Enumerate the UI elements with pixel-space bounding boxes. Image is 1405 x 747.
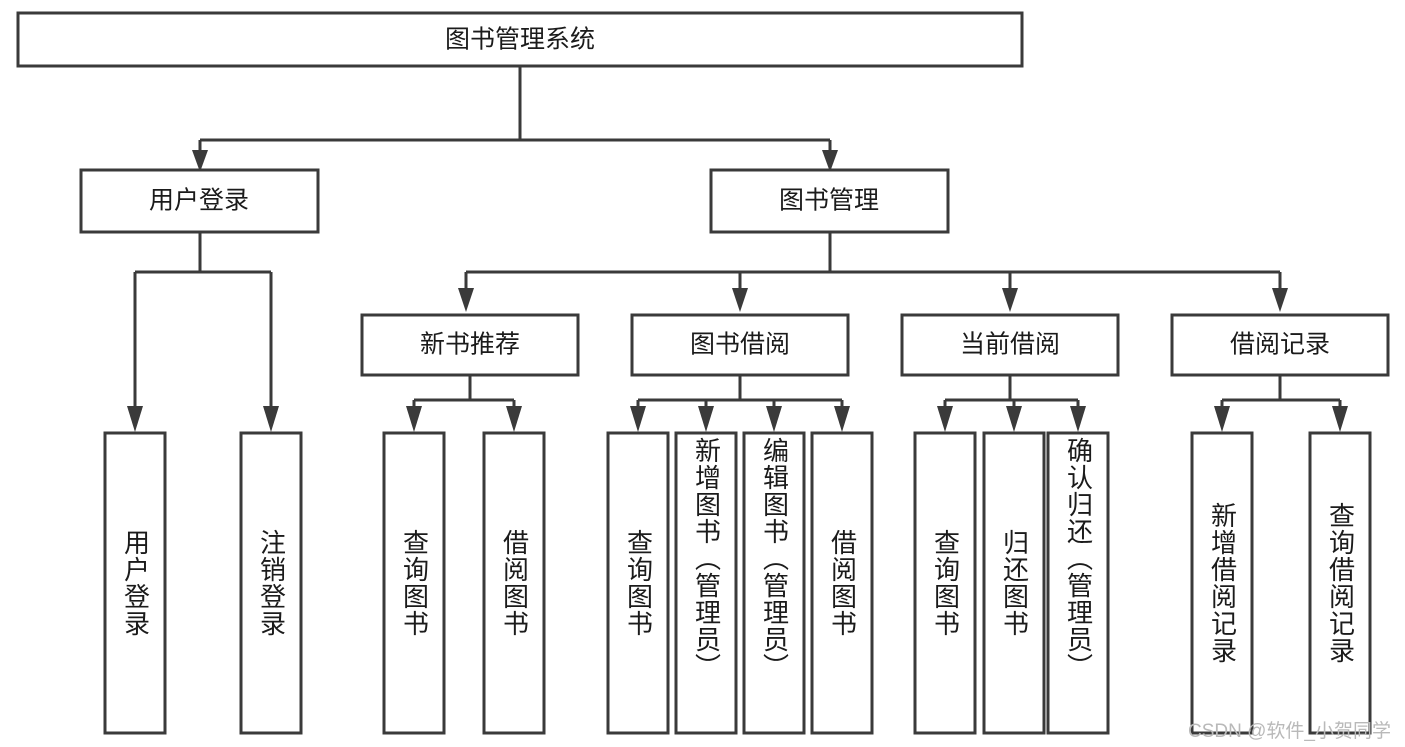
node-user-login-box[interactable] bbox=[79, 168, 320, 234]
leaf-borrow-book-2-box[interactable] bbox=[810, 431, 874, 735]
node-root-box[interactable] bbox=[16, 11, 1024, 68]
edge-group-new-book-recommend bbox=[406, 375, 522, 432]
node-borrow-record-box[interactable] bbox=[1170, 313, 1390, 377]
arrow-to-leaf-confirm-return bbox=[1070, 406, 1086, 432]
leaf-boxes-current-borrow bbox=[913, 431, 1110, 735]
node-current-borrow-box[interactable] bbox=[900, 313, 1120, 377]
leaf-return-book-box[interactable] bbox=[982, 431, 1046, 735]
arrow-to-leaf-borrow-book-1 bbox=[506, 406, 522, 432]
arrow-to-current-borrow bbox=[1002, 288, 1018, 312]
leaf-user-login-box[interactable] bbox=[103, 431, 167, 735]
arrow-to-leaf-query-book-1 bbox=[406, 406, 422, 432]
edge-group-book-borrow bbox=[630, 375, 850, 432]
leaf-borrow-book-1-box[interactable] bbox=[482, 431, 546, 735]
leaf-query-book-1-box[interactable] bbox=[382, 431, 446, 735]
node-root[interactable]: 图书管理系统 bbox=[16, 11, 1024, 68]
arrow-to-new-book-recommend bbox=[458, 288, 474, 312]
node-book-manage-box[interactable] bbox=[709, 168, 950, 234]
node-book-borrow[interactable]: 图书借阅 bbox=[630, 313, 850, 377]
node-root-label: 图书管理系统 bbox=[445, 26, 595, 54]
arrow-to-leaf-add-record bbox=[1214, 406, 1230, 432]
watermark-text: CSDN @软件_小贺同学 bbox=[1188, 721, 1391, 742]
leaf-boxes-new-book-recommend bbox=[382, 431, 546, 735]
arrow-to-book-borrow bbox=[732, 288, 748, 312]
leaf-add-record-box[interactable] bbox=[1190, 431, 1254, 735]
arrow-to-leaf-query-book-3 bbox=[937, 406, 953, 432]
node-book-borrow-box[interactable] bbox=[630, 313, 850, 377]
node-new-book-recommend[interactable]: 新书推荐 bbox=[360, 313, 580, 377]
arrow-to-leaf-query-record bbox=[1332, 406, 1348, 432]
node-current-borrow-label: 当前借阅 bbox=[960, 331, 1060, 359]
leaf-edit-book-box[interactable] bbox=[742, 431, 806, 735]
arrow-to-leaf-borrow-book-2 bbox=[834, 406, 850, 432]
arrow-to-borrow-record bbox=[1272, 288, 1288, 312]
leaf-confirm-return-box[interactable] bbox=[1046, 431, 1110, 735]
edge-group-user-login bbox=[127, 232, 279, 432]
node-book-manage-label: 图书管理 bbox=[779, 187, 879, 215]
leaf-query-book-2-box[interactable] bbox=[606, 431, 670, 735]
leaf-add-book-box[interactable] bbox=[674, 431, 738, 735]
edge-group-book-manage bbox=[458, 232, 1288, 312]
leaf-query-record-box[interactable] bbox=[1308, 431, 1372, 735]
arrow-to-leaf-user-login bbox=[127, 406, 143, 432]
leaf-boxes-borrow-record bbox=[1190, 431, 1372, 735]
node-user-login[interactable]: 用户登录 bbox=[79, 168, 320, 234]
edge-group-root bbox=[192, 66, 838, 172]
leaf-boxes-book-borrow bbox=[606, 431, 874, 735]
arrow-to-leaf-query-book-2 bbox=[630, 406, 646, 432]
node-book-manage[interactable]: 图书管理 bbox=[709, 168, 950, 234]
arrow-to-book-manage bbox=[822, 150, 838, 172]
edge-group-borrow-record bbox=[1214, 375, 1348, 432]
edge-group-current-borrow bbox=[937, 375, 1086, 432]
arrow-to-user-login bbox=[192, 150, 208, 172]
node-book-borrow-label: 图书借阅 bbox=[690, 331, 790, 359]
arrow-to-leaf-return-book bbox=[1006, 406, 1022, 432]
arrow-to-leaf-logout-login bbox=[263, 406, 279, 432]
node-borrow-record[interactable]: 借阅记录 bbox=[1170, 313, 1390, 377]
leaf-logout-login-box[interactable] bbox=[239, 431, 303, 735]
node-user-login-label: 用户登录 bbox=[149, 187, 249, 215]
node-new-book-recommend-box[interactable] bbox=[360, 313, 580, 377]
node-current-borrow[interactable]: 当前借阅 bbox=[900, 313, 1120, 377]
node-new-book-recommend-label: 新书推荐 bbox=[420, 331, 520, 359]
node-borrow-record-label: 借阅记录 bbox=[1230, 331, 1330, 359]
leaf-query-book-3-box[interactable] bbox=[913, 431, 977, 735]
arrow-to-leaf-add-book bbox=[698, 406, 714, 432]
leaf-boxes-user-login bbox=[103, 431, 303, 735]
arrow-to-leaf-edit-book bbox=[766, 406, 782, 432]
